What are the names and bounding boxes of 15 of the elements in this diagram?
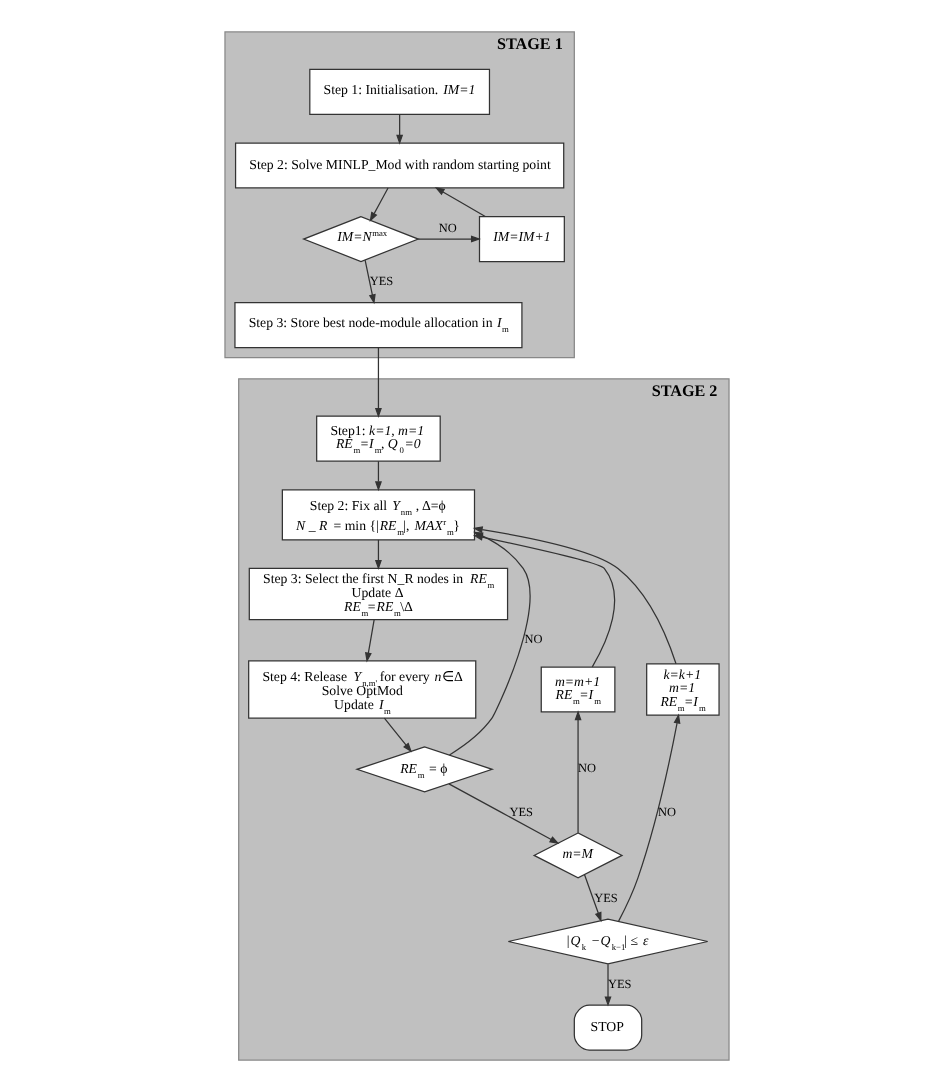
arrow <box>617 713 680 922</box>
arrow <box>447 783 559 845</box>
arrow <box>373 347 381 418</box>
arrow <box>395 113 403 145</box>
arrow <box>382 717 412 753</box>
arrow <box>603 963 611 1007</box>
arrow <box>573 710 581 834</box>
arrow <box>368 187 388 222</box>
arrow <box>373 539 381 571</box>
arrow <box>416 235 480 243</box>
arrow <box>363 259 375 305</box>
arrow <box>433 187 485 218</box>
arrow <box>582 874 601 923</box>
arrow <box>373 460 381 492</box>
arrow <box>363 619 374 663</box>
